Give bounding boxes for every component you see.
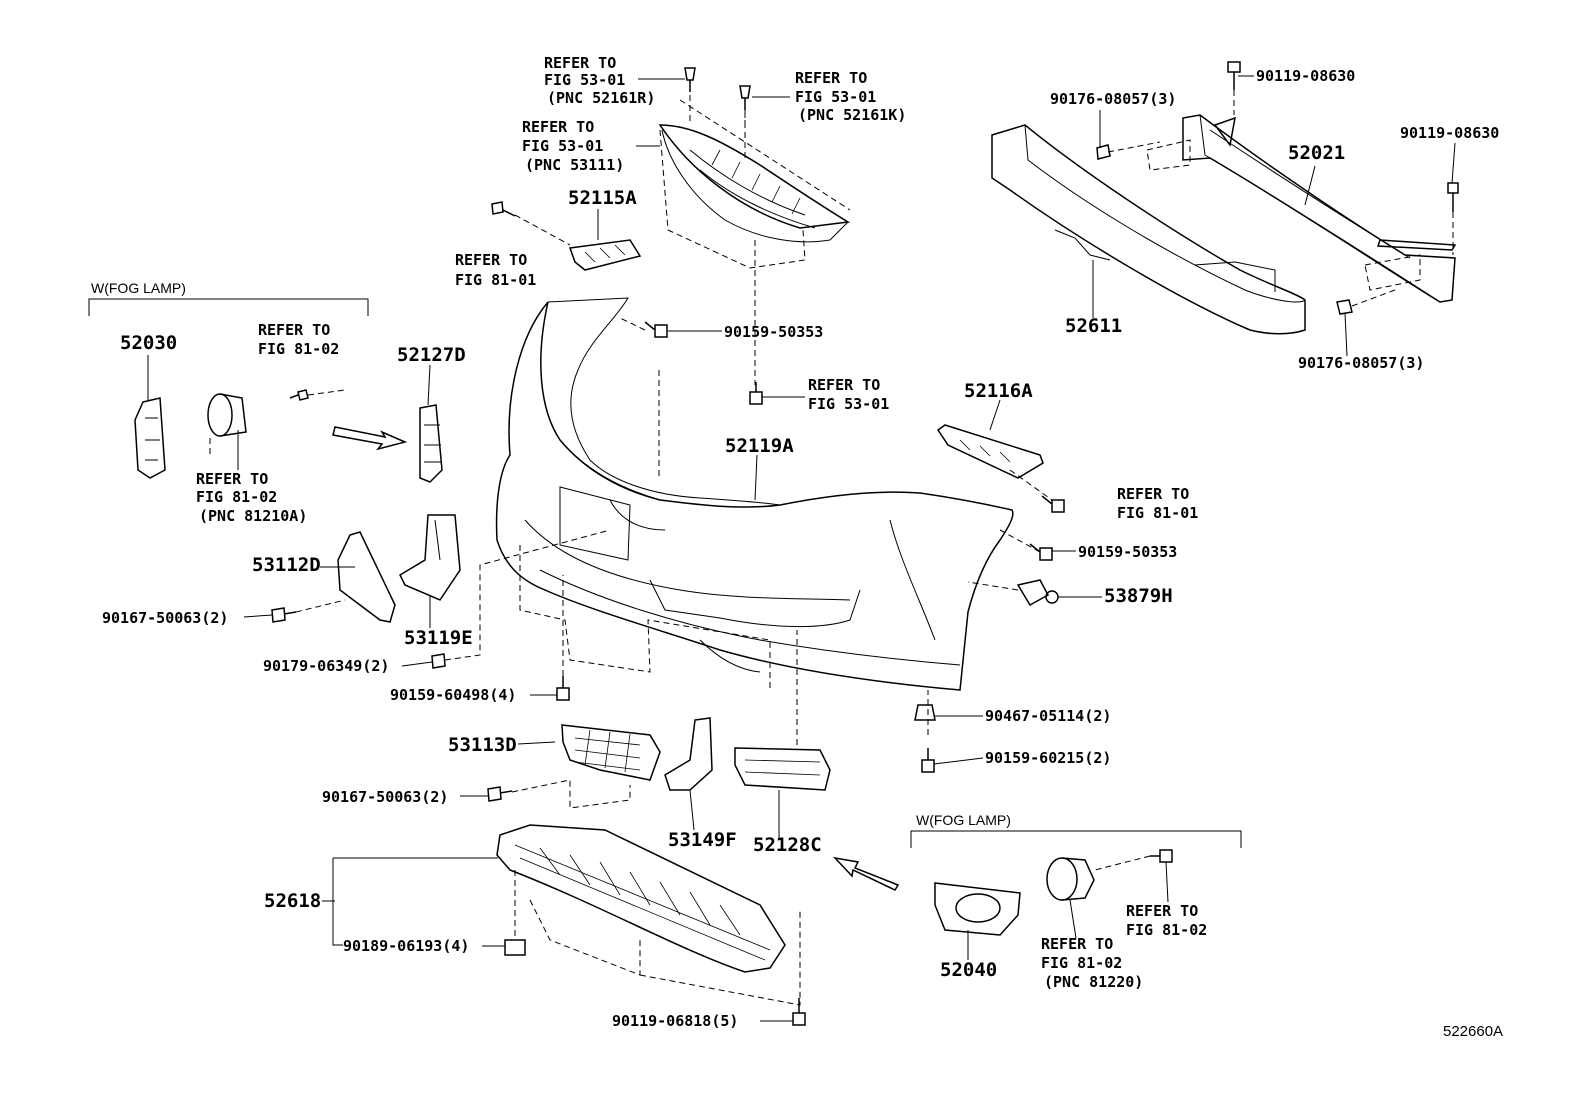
svg-text:FIG 81-01: FIG 81-01: [455, 271, 536, 289]
bumper-cover[interactable]: [495, 297, 1014, 691]
under-cover-52618[interactable]: [496, 824, 786, 973]
part-label-53113D: 53113D: [448, 734, 517, 756]
arrow-right: [832, 856, 900, 891]
fastener-label-90159-60215: 90159-60215(2): [985, 749, 1111, 767]
svg-text:REFER TO: REFER TO: [544, 54, 616, 72]
svg-text:FIG 81-02: FIG 81-02: [258, 340, 339, 358]
fastener-label-90159-60498: 90159-60498(4): [390, 686, 516, 704]
arrow-left: [332, 426, 408, 451]
support-53149F[interactable]: [664, 717, 713, 791]
part-label-52115A: 52115A: [568, 187, 637, 209]
ref-fig-53-01-pnc-52161r[interactable]: REFER TO FIG 53-01 (PNC 52161R): [544, 54, 655, 107]
bracket-53112D[interactable]: [337, 531, 396, 623]
svg-text:REFER TO: REFER TO: [795, 69, 867, 87]
fastener-label-90119-06818: 90119-06818(5): [612, 1012, 738, 1030]
part-label-52119A: 52119A: [725, 435, 794, 457]
ref-fig-81-01-left[interactable]: REFER TO FIG 81-01: [455, 251, 536, 289]
retainer-53879H[interactable]: [1016, 579, 1059, 607]
group-label-left: W(FOG LAMP): [91, 280, 186, 296]
bumper-reinforcement[interactable]: [1182, 114, 1457, 303]
fastener-label-90167-50063-left: 90167-50063(2): [102, 609, 228, 627]
radiator-grille[interactable]: [658, 124, 851, 243]
fastener-label-90159-50353-top: 90159-50353: [724, 323, 823, 341]
svg-text:FIG 53-01: FIG 53-01: [808, 395, 889, 413]
fog-lamp-left[interactable]: [207, 393, 247, 437]
part-label-53879H: 53879H: [1104, 585, 1173, 607]
fastener-label-90159-50353-right: 90159-50353: [1078, 543, 1177, 561]
fog-cover-52040[interactable]: [934, 882, 1021, 936]
part-label-52611: 52611: [1065, 315, 1122, 337]
bracket-52116A[interactable]: [936, 424, 1044, 479]
fastener-label-90467-05114: 90467-05114(2): [985, 707, 1111, 725]
svg-text:(PNC 81220): (PNC 81220): [1044, 973, 1143, 991]
svg-text:REFER TO: REFER TO: [1117, 485, 1189, 503]
leader-lines: [147, 75, 1456, 1022]
svg-text:REFER TO: REFER TO: [196, 470, 268, 488]
svg-text:REFER TO: REFER TO: [808, 376, 880, 394]
svg-text:REFER TO: REFER TO: [455, 251, 527, 269]
ref-fig-81-02-pnc-81210a[interactable]: REFER TO FIG 81-02 (PNC 81210A): [196, 470, 307, 525]
bracket-52030[interactable]: [134, 397, 166, 479]
lower-grille-53113D[interactable]: [561, 724, 661, 781]
part-label-53112D: 53112D: [252, 554, 321, 576]
ref-fig-53-01-center[interactable]: REFER TO FIG 53-01: [808, 376, 889, 413]
fastener-label-90119-08630-top: 90119-08630: [1256, 67, 1355, 85]
ref-fig-53-01-pnc-52161k[interactable]: REFER TO FIG 53-01 (PNC 52161K): [795, 69, 906, 124]
fog-cover-52128C[interactable]: [734, 747, 831, 791]
svg-text:FIG 81-02: FIG 81-02: [1041, 954, 1122, 972]
svg-text:REFER TO: REFER TO: [1041, 935, 1113, 953]
part-label-53149F: 53149F: [668, 829, 737, 851]
bracket-52127D[interactable]: [419, 404, 443, 483]
assembly-lines: [209, 90, 1454, 1006]
fastener-label-90119-08630-right: 90119-08630: [1400, 124, 1499, 142]
part-label-53119E: 53119E: [404, 627, 473, 649]
fastener-label-90176-08057-top: 90176-08057(3): [1050, 90, 1176, 108]
fastener-label-90179-06349: 90179-06349(2): [263, 657, 389, 675]
svg-text:REFER TO: REFER TO: [522, 118, 594, 136]
bracket-52115A[interactable]: [568, 239, 642, 271]
part-label-52021: 52021: [1288, 142, 1345, 164]
fog-lamp-group-right: W(FOG LAMP): [910, 812, 1242, 848]
svg-text:FIG 53-01: FIG 53-01: [544, 71, 625, 89]
part-label-52030: 52030: [120, 332, 177, 354]
diagram-id: 522660A: [1443, 1023, 1503, 1040]
ref-fig-53-01-pnc-53111[interactable]: REFER TO FIG 53-01 (PNC 53111): [522, 118, 624, 174]
ref-fig-81-02-top[interactable]: REFER TO FIG 81-02: [258, 321, 339, 358]
part-label-52128C: 52128C: [753, 834, 822, 856]
svg-text:FIG 81-01: FIG 81-01: [1117, 504, 1198, 522]
fog-lamp-right[interactable]: [1046, 857, 1095, 901]
svg-text:(PNC 81210A): (PNC 81210A): [199, 507, 307, 525]
group-label-right: W(FOG LAMP): [916, 812, 1011, 828]
svg-text:FIG 81-02: FIG 81-02: [196, 488, 277, 506]
ref-fig-81-01-right[interactable]: REFER TO FIG 81-01: [1117, 485, 1198, 522]
fastener-label-90189-06193: 90189-06193(4): [343, 937, 469, 955]
fastener-label-90167-50063-lower: 90167-50063(2): [322, 788, 448, 806]
part-label-52618: 52618: [264, 890, 321, 912]
svg-text:(PNC 52161R): (PNC 52161R): [547, 89, 655, 107]
fastener-glyphs: [271, 61, 1459, 1026]
part-label-52127D: 52127D: [397, 344, 466, 366]
fog-lamp-group-left: W(FOG LAMP): [88, 280, 369, 316]
ref-fig-81-02-pnc-81220[interactable]: REFER TO FIG 81-02 (PNC 81220): [1041, 935, 1143, 991]
svg-text:FIG 81-02: FIG 81-02: [1126, 921, 1207, 939]
svg-text:REFER TO: REFER TO: [258, 321, 330, 339]
fastener-label-90176-08057-bottom: 90176-08057(3): [1298, 354, 1424, 372]
part-label-52116A: 52116A: [964, 380, 1033, 402]
svg-text:FIG 53-01: FIG 53-01: [795, 88, 876, 106]
svg-text:REFER TO: REFER TO: [1126, 902, 1198, 920]
ref-fig-81-02-right[interactable]: REFER TO FIG 81-02: [1126, 902, 1207, 939]
part-label-52040: 52040: [940, 959, 997, 981]
svg-text:(PNC 52161K): (PNC 52161K): [798, 106, 906, 124]
energy-absorber[interactable]: [991, 124, 1306, 335]
svg-text:(PNC 53111): (PNC 53111): [525, 156, 624, 174]
svg-text:FIG 53-01: FIG 53-01: [522, 137, 603, 155]
duct-53119E[interactable]: [399, 514, 461, 601]
